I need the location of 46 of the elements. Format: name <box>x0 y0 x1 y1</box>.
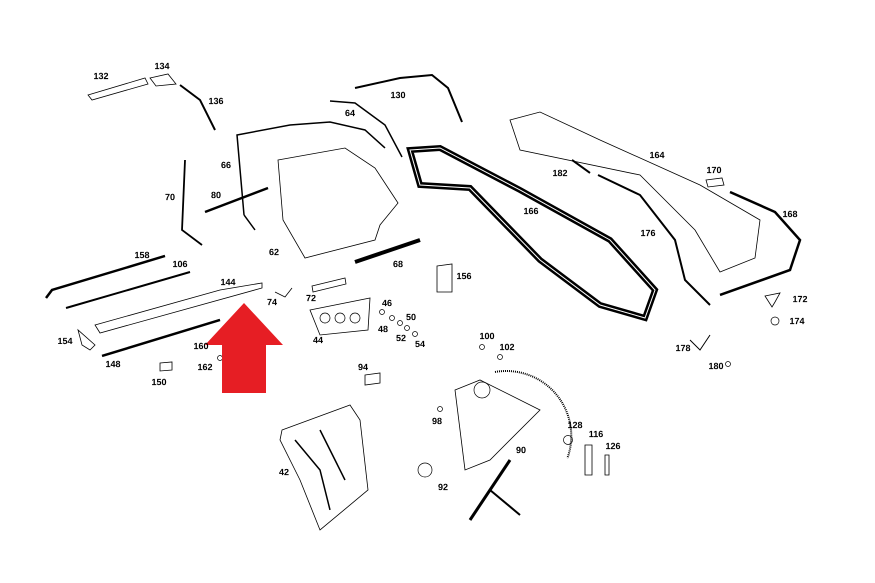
callout-number: 158 <box>135 252 150 258</box>
callout-number: 130 <box>391 92 406 98</box>
callout-number: 178 <box>676 344 690 352</box>
callout-number: 100 <box>480 332 494 340</box>
callout-number: 50 <box>406 314 416 320</box>
callout-number: 182 <box>553 170 568 176</box>
callout-number: 134 <box>155 62 170 70</box>
callout-number: 180 <box>709 362 724 370</box>
callout-number: 68 <box>393 260 403 268</box>
callout-number: 144 <box>221 278 236 286</box>
callout-number: 102 <box>500 344 514 350</box>
callout-number: 54 <box>415 340 425 348</box>
callout-number: 44 <box>313 336 323 344</box>
callout-number: 162 <box>198 364 212 370</box>
callout-number: 106 <box>173 260 188 268</box>
callout-number: 160 <box>194 342 208 350</box>
callout-number: 148 <box>106 360 120 368</box>
callout-number: 90 <box>516 446 526 454</box>
callout-number: 64 <box>345 110 355 116</box>
callout-number: 70 <box>165 194 175 200</box>
callout-number: 154 <box>58 338 72 344</box>
callout-number: 176 <box>641 230 656 236</box>
callout-number: 116 <box>589 430 603 438</box>
callout-number: 136 <box>209 98 224 104</box>
callout-number: 42 <box>279 468 289 476</box>
callout-number: 98 <box>432 418 442 424</box>
callout-number: 48 <box>378 326 388 332</box>
callout-number: 92 <box>438 484 448 490</box>
callout-number: 150 <box>152 378 166 386</box>
callout-number: 168 <box>783 210 798 218</box>
callout-number: 172 <box>793 296 808 302</box>
callout-number: 94 <box>358 364 368 370</box>
callout-number: 166 <box>524 208 538 214</box>
callout-number: 66 <box>221 162 231 168</box>
callout-number: 46 <box>382 300 392 306</box>
callout-number: 174 <box>790 318 804 324</box>
callout-number: 126 <box>606 442 620 450</box>
callout-number: 52 <box>396 334 406 342</box>
callout-number: 72 <box>306 294 316 302</box>
callout-number: 156 <box>457 272 472 280</box>
callout-number: 170 <box>707 166 722 174</box>
callout-number: 80 <box>211 192 221 198</box>
callout-number: 62 <box>269 248 279 256</box>
callout-number: 164 <box>650 152 664 158</box>
callout-number: 74 <box>267 298 277 306</box>
callout-number: 132 <box>94 72 108 80</box>
